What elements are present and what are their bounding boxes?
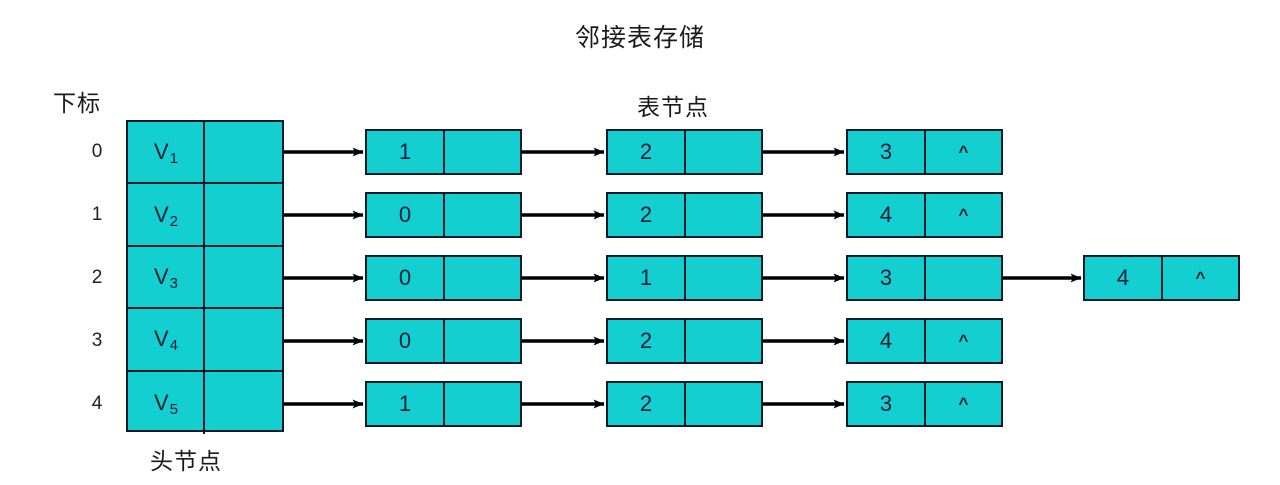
list-node-value: 4	[848, 194, 926, 236]
head-node-pointer-cell	[205, 184, 282, 244]
list-node-pointer	[445, 131, 520, 173]
list-node: 2	[606, 129, 763, 175]
head-node-pointer-cell	[205, 309, 282, 369]
list-node-pointer	[926, 257, 1001, 299]
list-node: 3^	[846, 381, 1003, 427]
list-node: 4^	[1083, 255, 1240, 301]
vertex-label: V3	[153, 263, 179, 292]
list-node: 1	[606, 255, 763, 301]
list-node-value: 0	[367, 257, 445, 299]
list-node-pointer	[445, 383, 520, 425]
head-node-row: V1	[128, 122, 282, 185]
list-node-pointer	[445, 194, 520, 236]
list-node-value: 2	[608, 383, 686, 425]
vertex-subscript: 2	[169, 212, 179, 230]
list-node-value: 0	[367, 320, 445, 362]
index-label-2: 2	[91, 267, 103, 288]
index-label-3: 3	[91, 330, 103, 351]
list-node: 3^	[846, 129, 1003, 175]
list-node: 1	[365, 129, 522, 175]
list-node-value: 2	[608, 131, 686, 173]
index-label-0: 0	[91, 141, 103, 162]
head-node-pointer-cell	[205, 122, 282, 182]
head-node-row: V4	[128, 309, 282, 372]
list-node-pointer	[686, 383, 761, 425]
head-node-vertex-cell: V3	[128, 246, 205, 308]
head-node-caption: 头节点	[150, 449, 222, 475]
list-node-pointer	[445, 257, 520, 299]
list-node-value: 1	[367, 131, 445, 173]
vertex-subscript: 5	[169, 400, 179, 418]
head-node-vertex-cell: V4	[128, 309, 205, 370]
vertex-subscript: 4	[169, 337, 179, 355]
list-node-value: 0	[367, 194, 445, 236]
list-node-null-pointer: ^	[1195, 268, 1206, 287]
list-node: 2	[606, 318, 763, 364]
list-node: 0	[365, 255, 522, 301]
list-node-pointer	[686, 194, 761, 236]
list-node: 0	[365, 318, 522, 364]
list-node-null-pointer: ^	[958, 205, 969, 224]
list-node-value: 3	[848, 257, 926, 299]
index-label-1: 1	[91, 204, 103, 225]
head-node-row: V5	[128, 371, 282, 434]
head-node-row: V2	[128, 184, 282, 247]
page-title: 邻接表存储	[574, 23, 705, 52]
list-node: 2	[606, 192, 763, 238]
head-node-vertex-cell: V1	[128, 122, 205, 183]
list-node-pointer	[686, 320, 761, 362]
list-node-pointer	[686, 131, 761, 173]
list-node-null-pointer: ^	[958, 331, 969, 350]
vertex-label: V2	[153, 201, 179, 230]
list-node: 4^	[846, 192, 1003, 238]
vertex-subscript: 3	[169, 274, 179, 292]
head-node-vertex-cell: V2	[128, 184, 205, 245]
vertex-label: V1	[153, 139, 179, 168]
list-node-value: 4	[1085, 257, 1163, 299]
list-node-null-pointer: ^	[958, 142, 969, 161]
index-column-caption: 下标	[53, 91, 101, 117]
vertex-label: V4	[153, 326, 179, 355]
list-node: 1	[365, 381, 522, 427]
list-node-null-pointer: ^	[958, 394, 969, 413]
list-node-value: 2	[608, 320, 686, 362]
vertex-label: V5	[153, 389, 179, 418]
list-node-value: 2	[608, 194, 686, 236]
list-node-value: 1	[608, 257, 686, 299]
list-node-value: 1	[367, 383, 445, 425]
vertex-subscript: 1	[169, 150, 179, 168]
list-node: 3	[846, 255, 1003, 301]
head-node-row: V3	[128, 246, 282, 310]
list-node: 4^	[846, 318, 1003, 364]
list-node-value: 3	[848, 131, 926, 173]
list-node-value: 3	[848, 383, 926, 425]
index-label-4: 4	[91, 393, 103, 414]
list-node-value: 4	[848, 320, 926, 362]
head-node-pointer-cell	[205, 247, 282, 307]
head-node-vertex-cell: V5	[128, 371, 205, 434]
list-node-caption: 表节点	[637, 95, 709, 121]
head-node-pointer-cell	[205, 372, 282, 434]
list-node-pointer	[445, 320, 520, 362]
list-node-pointer	[686, 257, 761, 299]
list-node: 2	[606, 381, 763, 427]
list-node: 0	[365, 192, 522, 238]
